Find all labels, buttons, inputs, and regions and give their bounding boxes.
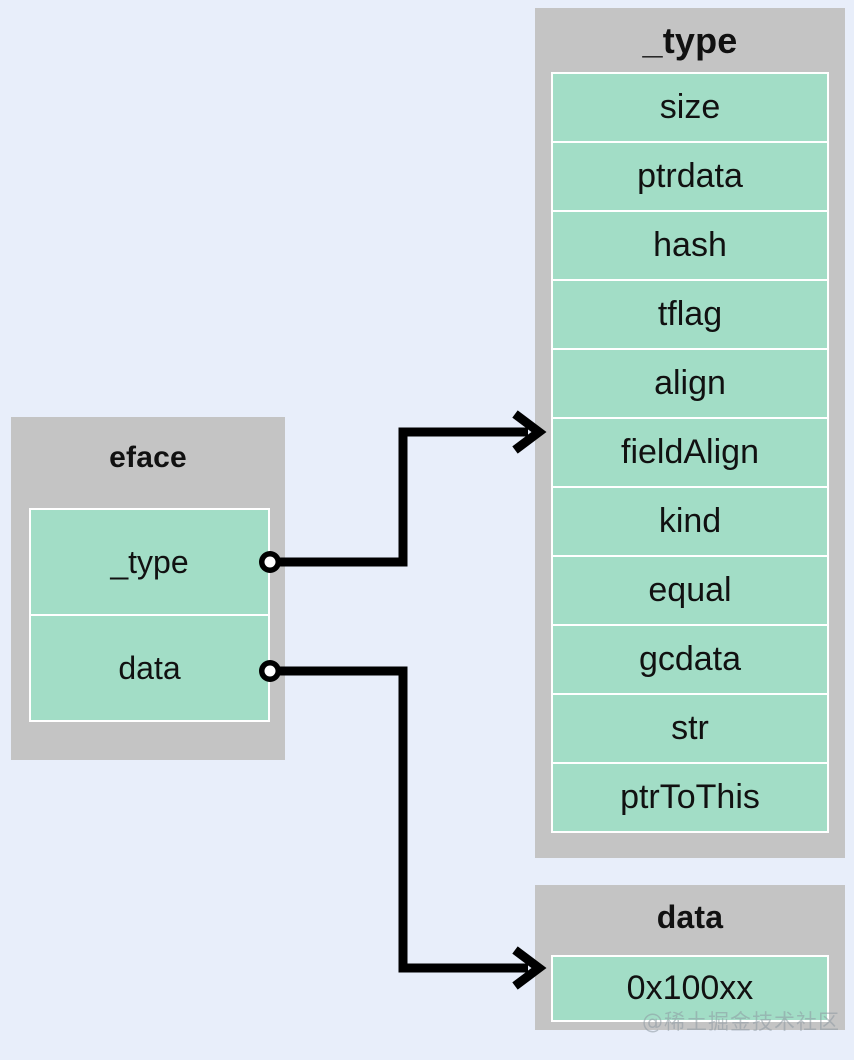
field-row-align[interactable]: align [551, 348, 829, 419]
field-list-data: 0x100xx [551, 955, 829, 1022]
field-row-str[interactable]: str [551, 693, 829, 764]
field-list-eface: _type data [29, 508, 270, 722]
struct-box-eface: eface _type data [11, 417, 285, 760]
field-row-kind[interactable]: kind [551, 486, 829, 557]
struct-box-data: data 0x100xx [535, 885, 845, 1030]
watermark-text: @稀土掘金技术社区 [642, 1010, 840, 1034]
field-row-eface-data[interactable]: data [29, 614, 270, 722]
field-row-size[interactable]: size [551, 72, 829, 143]
field-row-tflag[interactable]: tflag [551, 279, 829, 350]
field-row-equal[interactable]: equal [551, 555, 829, 626]
field-row-gcdata[interactable]: gcdata [551, 624, 829, 695]
field-list-type: size ptrdata hash tflag align fieldAlign… [551, 72, 829, 833]
field-row-fieldalign[interactable]: fieldAlign [551, 417, 829, 488]
struct-title-eface: eface [109, 441, 187, 474]
field-row-ptrdata[interactable]: ptrdata [551, 141, 829, 212]
field-row-data-value[interactable]: 0x100xx [551, 955, 829, 1022]
struct-title-type: _type [642, 20, 738, 61]
connector-data-arrow [259, 660, 547, 990]
field-row-eface-type[interactable]: _type [29, 508, 270, 616]
connector-data-path [270, 666, 528, 973]
struct-box-type: _type size ptrdata hash tflag align fiel… [535, 8, 845, 858]
connector-type-arrow [259, 410, 547, 573]
connector-type-path [270, 427, 528, 567]
field-row-hash[interactable]: hash [551, 210, 829, 281]
struct-title-data: data [656, 899, 724, 935]
field-row-ptrtothis[interactable]: ptrToThis [551, 762, 829, 833]
